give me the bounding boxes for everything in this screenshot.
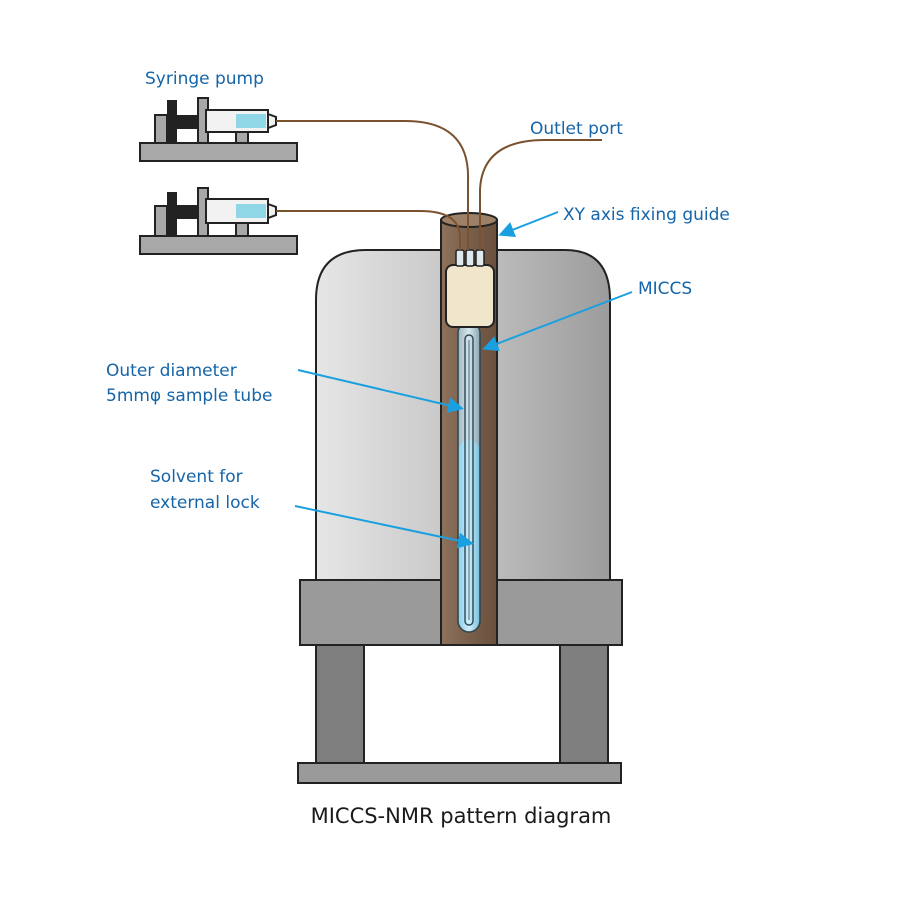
connector-pin-2 [465, 249, 475, 267]
label-outer-diameter-2: 5mmφ sample tube [106, 386, 272, 406]
connector-pin-1 [455, 249, 465, 267]
label-solvent-2: external lock [150, 493, 260, 513]
syringe-pump-bottom [139, 187, 298, 255]
tubing-pump-2 [276, 210, 461, 250]
label-outlet-port: Outlet port [530, 119, 623, 139]
floor-plate [297, 762, 622, 784]
left-leg [315, 644, 365, 764]
label-syringe-pump: Syringe pump [145, 69, 264, 89]
arrow-miccs [482, 291, 633, 352]
syringe-pump-top [139, 97, 298, 162]
label-outer-diameter-1: Outer diameter [106, 361, 237, 381]
miccs-cap [445, 264, 495, 328]
tubing-pump-1 [276, 120, 470, 250]
diagram-caption: MICCS-NMR pattern diagram [311, 804, 612, 828]
arrow-solvent [294, 505, 474, 549]
label-miccs: MICCS [638, 279, 692, 299]
arrow-xy-guide [498, 211, 559, 238]
label-xy-guide: XY axis fixing guide [563, 205, 730, 225]
tubing-outlet [479, 139, 602, 250]
inner-capillary [464, 334, 474, 626]
connector-pin-3 [475, 249, 485, 267]
arrow-sample-tube [297, 369, 464, 414]
right-leg [559, 644, 609, 764]
label-solvent-1: Solvent for [150, 467, 243, 487]
